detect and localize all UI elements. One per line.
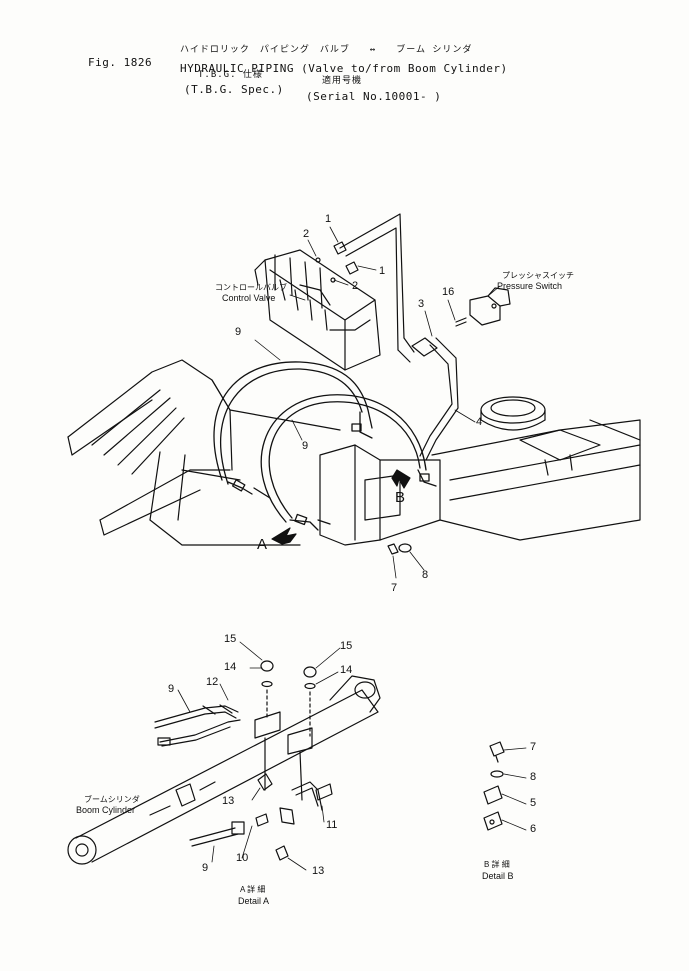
pressure-switch-label: Pressure Switch <box>497 281 563 291</box>
callout-1: 1 <box>379 265 386 277</box>
callout-7: 7 <box>530 741 537 753</box>
callout-7: 7 <box>391 582 398 594</box>
callout-2: 2 <box>303 228 310 240</box>
callout-11: 11 <box>326 819 338 831</box>
fittings-top-drawing <box>315 241 359 283</box>
callout-14: 14 <box>340 664 353 676</box>
callout-5: 5 <box>530 797 537 809</box>
callout-14: 14 <box>224 661 237 673</box>
spec-english: (T.B.G. Spec.) <box>184 83 284 96</box>
control-valve-drawing <box>254 249 381 371</box>
control-valve-label: Control Valve <box>222 293 276 303</box>
serial-range: (Serial No.10001- ) <box>306 90 442 103</box>
callout-15: 15 <box>224 633 237 645</box>
callout-13: 13 <box>222 795 235 807</box>
boom-cylinder-label-jp: ブームシリンダ <box>84 795 140 804</box>
hoses-drawing <box>213 361 437 531</box>
leader-lines-detail-b <box>501 747 527 831</box>
callout-13: 13 <box>312 865 325 877</box>
title-japanese: ハイドロリック パイピング バルブ ↔ ブーム シリンダ <box>180 45 473 55</box>
boom-body-drawing <box>67 359 341 546</box>
boom-cylinder-label: Boom Cylinder <box>76 805 136 815</box>
view-b-label: B <box>395 489 406 506</box>
title-english: HYDRAULIC PIPING (Valve to/from Boom Cyl… <box>180 62 508 75</box>
leader-lines-upper <box>254 226 501 579</box>
pressure-switch-drawing <box>455 287 511 327</box>
callout-4: 4 <box>476 416 483 428</box>
bolt-washer-drawing <box>387 543 412 555</box>
detail-a-boom-cylinder <box>67 660 381 865</box>
callout-8: 8 <box>422 569 429 581</box>
swing-frame-drawing <box>319 396 641 546</box>
callout-10: 10 <box>236 852 249 864</box>
view-a-label: A <box>257 536 268 553</box>
leader-lines-detail-a <box>177 641 341 871</box>
callout-9: 9 <box>235 326 242 338</box>
view-arrows <box>271 469 411 545</box>
detail-b-parts <box>483 741 505 831</box>
callout-8: 8 <box>530 771 537 783</box>
callout-16: 16 <box>442 286 455 298</box>
callout-3: 3 <box>418 298 425 310</box>
callout-9: 9 <box>168 683 175 695</box>
callout-1: 1 <box>325 213 332 225</box>
callout-15: 15 <box>340 640 353 652</box>
callout-6: 6 <box>530 823 537 835</box>
callout-9: 9 <box>202 862 209 874</box>
detail-b-label-jp: B 詳 細 <box>484 860 510 869</box>
spec-japanese: T.B.G. 仕様 <box>198 70 263 80</box>
control-valve-label-jp: コントロールバルブ <box>215 283 287 292</box>
figure-number: Fig. 1826 <box>88 56 153 69</box>
serial-japanese: 適用号機 <box>322 76 363 86</box>
pressure-switch-label-jp: プレッシャスイッチ <box>502 271 574 280</box>
steel-pipes-drawing <box>339 213 459 461</box>
callout-12: 12 <box>206 676 219 688</box>
detail-b-label: Detail B <box>482 871 514 881</box>
detail-a-label-jp: A 詳 細 <box>240 885 266 894</box>
detail-a-label: Detail A <box>238 896 270 906</box>
callout-9: 9 <box>302 440 309 452</box>
callout-2: 2 <box>352 280 359 292</box>
